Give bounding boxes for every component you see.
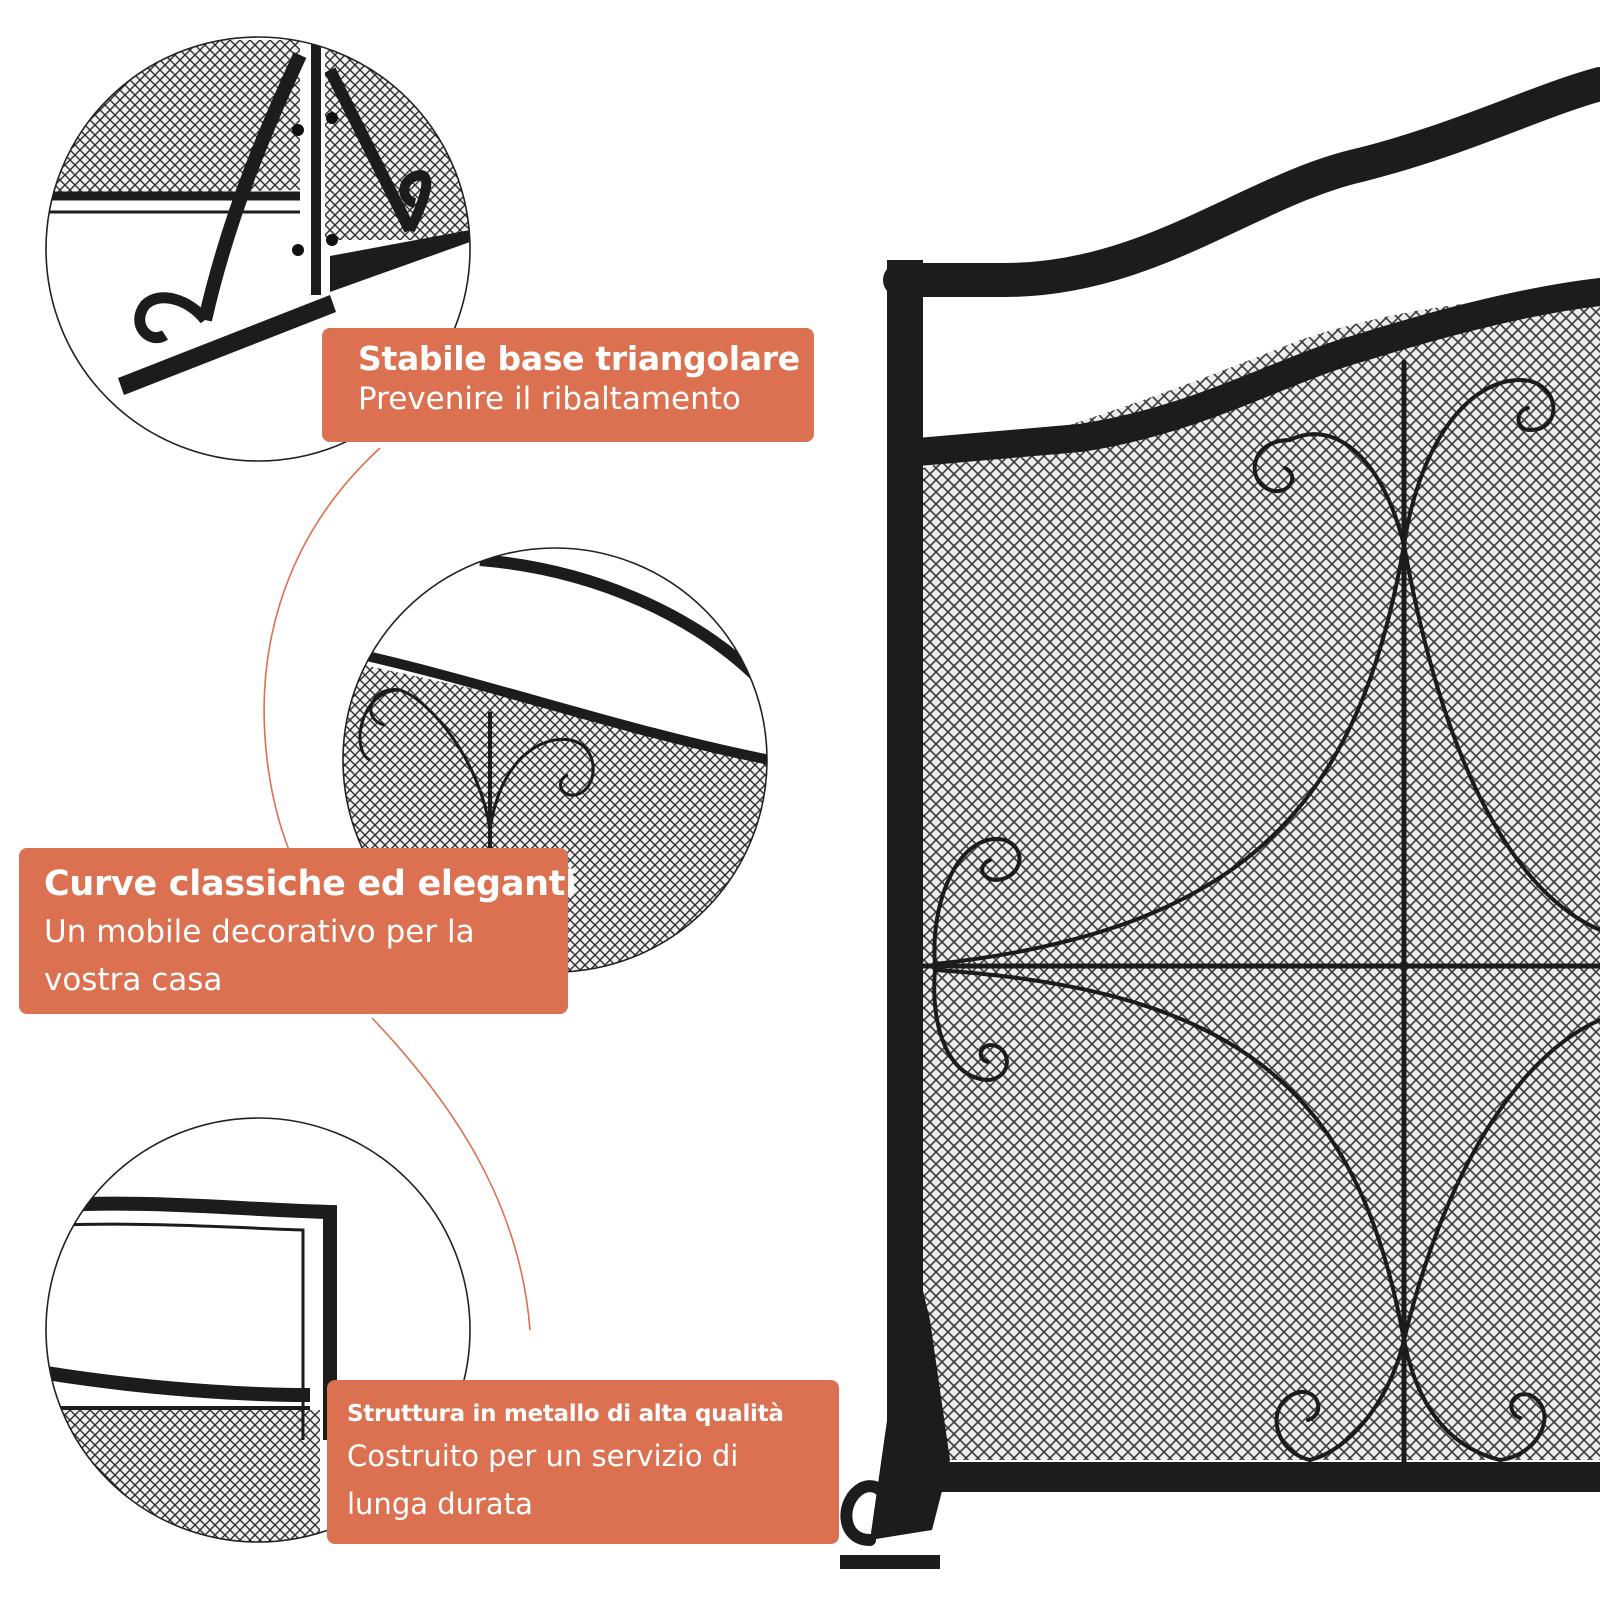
callout-structure-body: Costruito per un servizio di lunga durat… (347, 1438, 739, 1521)
callout-curves: Curve classiche ed eleganti Un mobile de… (19, 848, 577, 1014)
callout-curves-body: Un mobile decorativo per la vostra casa (44, 913, 475, 998)
callout-base-title: Stabile base triangolare (358, 339, 800, 378)
callout-structure-title: Struttura in metallo di alta qualità (347, 1401, 784, 1427)
zoom-circle-1-outline (45, 36, 471, 462)
callout-base-body: Prevenire il ribaltamento (358, 381, 741, 418)
callout-curves-title: Curve classiche ed eleganti (44, 864, 577, 904)
zoom-circle-3-outline (45, 1117, 471, 1543)
connector-arc-lower (371, 1017, 531, 1331)
fireplace-screen (840, 67, 1600, 1569)
callout-base: Stabile base triangolare Prevenire il ri… (322, 328, 814, 442)
callout-structure: Struttura in metallo di alta qualità Cos… (327, 1380, 839, 1544)
